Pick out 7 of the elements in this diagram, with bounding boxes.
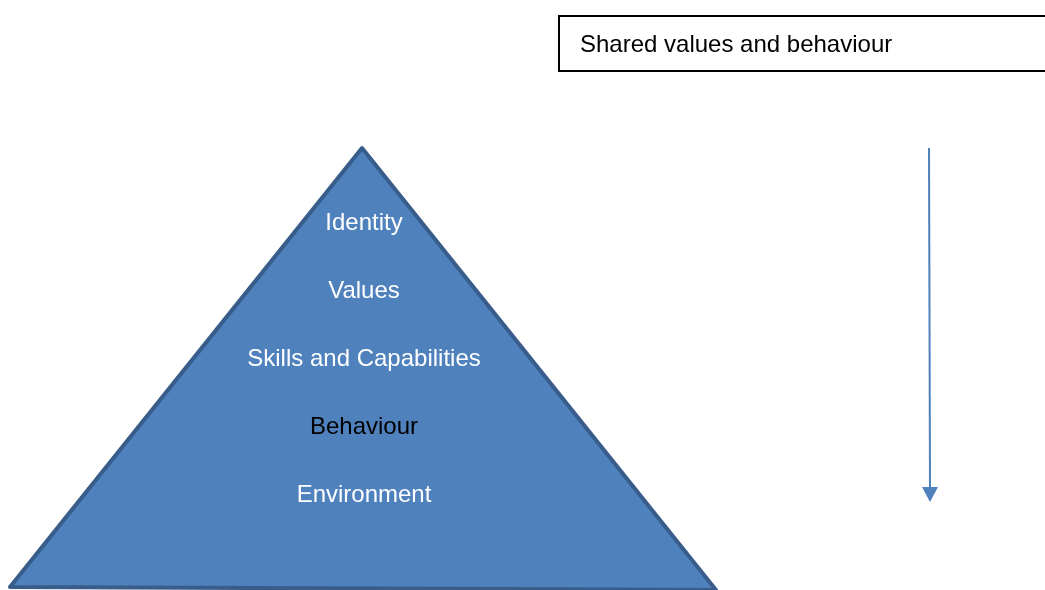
pyramid-level-label: Identity (325, 208, 403, 236)
pyramid-level-label: Environment (296, 480, 432, 508)
text-box: Shared values and behaviour (558, 15, 1045, 72)
pyramid-level-label: Values (328, 276, 400, 304)
pyramid-level-label: Behaviour (309, 412, 419, 440)
pyramid-triangle (8, 146, 718, 590)
pyramid-level-label: Skills and Capabilities (247, 344, 481, 372)
